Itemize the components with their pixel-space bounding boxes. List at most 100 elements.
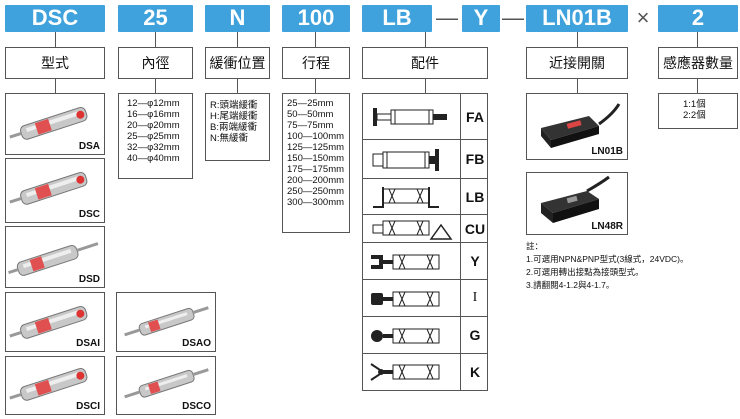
fitting-row-lb: LB [363, 179, 487, 215]
fitting-row-i: I [363, 280, 487, 317]
code-qty: 2 [658, 5, 738, 32]
switch-photo-ln01b: LN01B [526, 93, 628, 160]
fitting-code: K [460, 354, 489, 390]
code-type: DSC [5, 5, 105, 32]
separator-2: — [502, 5, 524, 30]
fitting-code: CU [460, 215, 489, 242]
cylinder-image [8, 242, 99, 276]
cushion-item: H:尾端緩衝 [210, 111, 258, 122]
fitting-row-fa: FA [363, 94, 487, 140]
cylinder-image [9, 106, 88, 140]
fitting-row-k: K [363, 354, 487, 390]
mount-cu-icon [372, 220, 453, 240]
type-photo-dsco: DSCO [116, 356, 216, 415]
type-photo-dsa: DSA [5, 93, 105, 155]
cylinder-image [9, 367, 88, 401]
bore-item: 40—φ40mm [127, 153, 180, 164]
type-label: DSAO [182, 338, 211, 349]
type-photo-dsd: DSD [5, 226, 105, 288]
proximity-switch-image [541, 103, 621, 148]
stroke-item: 25—25mm [287, 98, 334, 109]
bore-item: 16—φ16mm [127, 109, 180, 120]
connector-line [155, 32, 156, 47]
note-line: 1.可選用NPN&PNP型式(3線式，24VDC)。 [526, 254, 689, 264]
separator-1: — [436, 5, 458, 30]
mount-lb-icon [373, 187, 439, 208]
header-cushion: 緩衝位置 [205, 47, 270, 79]
stroke-item: 175—175mm [287, 164, 345, 175]
fitting-row-cu: CU [363, 215, 487, 243]
connector-line [55, 32, 56, 47]
mount-i-icon [371, 291, 440, 307]
fitting-code: Y [460, 243, 489, 279]
stroke-item: 125—125mm [287, 142, 345, 153]
type-label: DSAI [76, 338, 100, 349]
bore-item: 20—φ20mm [127, 120, 180, 131]
header-fitting: 配件 [362, 47, 488, 79]
bore-panel: 12—φ12mm 16—φ16mm 20—φ20mm 25—φ25mm 32—φ… [118, 93, 193, 179]
mount-fa-icon [373, 108, 447, 126]
header-switch: 近接開關 [526, 47, 628, 79]
code-bore: 25 [118, 5, 193, 32]
connector-line [425, 79, 426, 93]
connector-line [697, 79, 698, 93]
type-photo-dsao: DSAO [116, 292, 216, 352]
type-label: DSCO [182, 401, 211, 412]
connector-line [155, 79, 156, 93]
code-switch: LN01B [526, 5, 628, 32]
cylinder-image [9, 305, 88, 339]
connector-line [577, 32, 578, 47]
fitting-code: FA [460, 94, 489, 139]
mount-fb-icon [372, 149, 439, 171]
stroke-item: 75—75mm [287, 120, 334, 131]
type-label: DSCI [76, 401, 100, 412]
stroke-item: 250—250mm [287, 186, 345, 197]
code-fitting-variant: Y [462, 5, 500, 32]
switch-label: LN48R [591, 221, 623, 232]
bore-item: 25—φ25mm [127, 131, 180, 142]
proximity-switch-image [541, 175, 610, 223]
type-photo-dsc: DSC [5, 158, 105, 223]
fitting-row-g: G [363, 317, 487, 354]
stroke-item: 100—100mm [287, 131, 345, 142]
type-photo-dsai: DSAI [5, 292, 105, 352]
connector-line [237, 79, 238, 93]
connector-line [237, 32, 238, 47]
fitting-code: I [460, 280, 489, 316]
fitting-code: FB [460, 140, 489, 178]
type-photo-dsci: DSCI [5, 356, 105, 415]
cushion-item: R:頭端緩衝 [210, 100, 258, 111]
type-label: DSD [78, 274, 100, 285]
connector-line [55, 79, 56, 93]
type-label: DSC [78, 209, 100, 220]
bore-item: 32—φ32mm [127, 142, 180, 153]
cushion-item: N:無緩衝 [210, 133, 249, 144]
note-line: 2.可選用轉出接點為接頭型式。 [526, 267, 644, 277]
bore-item: 12—φ12mm [127, 98, 180, 109]
stroke-panel: 25—25mm 50—50mm 75—75mm 100—100mm 125—12… [282, 93, 350, 233]
cushion-item: B:兩端緩衝 [210, 122, 257, 133]
type-label: DSA [78, 141, 100, 152]
stroke-item: 200—200mm [287, 175, 345, 186]
mount-y-icon [371, 254, 440, 270]
qty-item: 1:1個 [683, 99, 706, 110]
connector-line [315, 79, 316, 93]
code-fitting: LB [362, 5, 432, 32]
fitting-row-y: Y [363, 243, 487, 280]
mount-k-icon [370, 363, 440, 381]
switch-photo-ln48r: LN48R [526, 172, 628, 235]
header-stroke: 行程 [282, 47, 350, 79]
stroke-item: 300—300mm [287, 197, 345, 208]
fitting-row-fb: FB [363, 140, 487, 179]
fitting-grid: FA FB LB CU Y I G K [362, 93, 488, 391]
connector-line [315, 32, 316, 47]
header-bore: 內徑 [118, 47, 193, 79]
qty-item: 2:2個 [683, 110, 706, 121]
fitting-code: G [460, 317, 489, 353]
cushion-panel: R:頭端緩衝 H:尾端緩衝 B:兩端緩衝 N:無緩衝 [205, 93, 270, 161]
cylinder-image [9, 171, 88, 205]
separator-3: × [636, 5, 650, 30]
cylinder-image [124, 306, 209, 337]
connector-line [577, 79, 578, 93]
code-stroke: 100 [282, 5, 350, 32]
